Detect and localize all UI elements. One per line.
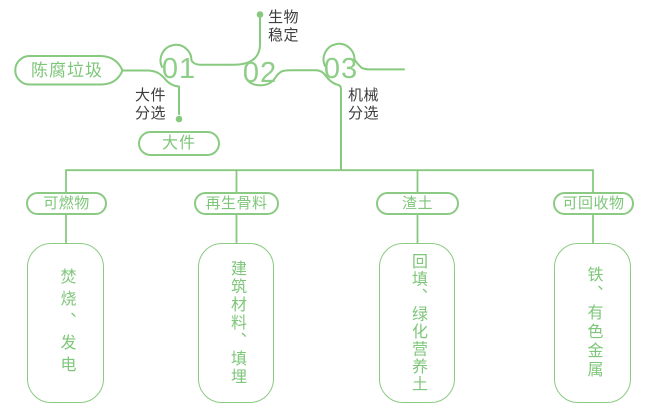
flow-entry-branch-01 [121, 69, 180, 115]
flow-link-02-up [226, 17, 261, 66]
result-text: 铁、有色金属 [584, 266, 602, 380]
step-number-01: 01 [161, 53, 197, 85]
node-recycled-aggregate: 再生骨料 [194, 192, 279, 215]
branch-dot-bio-stabilization [256, 11, 264, 18]
step-number-02: 02 [242, 57, 278, 89]
node-slag-soil: 渣土 [376, 192, 459, 215]
node-recyclable: 可回收物 [553, 192, 634, 215]
node-combustible: 可燃物 [26, 192, 107, 215]
result-box-slag-soil: 回填、绿化营养土 [379, 243, 455, 403]
result-text: 回填、绿化营养土 [409, 253, 426, 393]
origin-pill-outline [14, 55, 124, 86]
result-box-recycled-aggregate: 建筑材料、填埋 [198, 243, 274, 403]
flow-arc-01-exit [159, 43, 228, 68]
flow-arc-03-exit [322, 42, 405, 71]
process-label-line: 机械 [348, 87, 380, 104]
result-text: 建筑材料、填埋 [228, 260, 245, 386]
distribution-line [65, 169, 594, 193]
process-label-large-sorting: 大件 分选 [135, 87, 166, 122]
process-label-line: 分选 [135, 104, 167, 122]
process-label-mechanical-sorting: 机械 分选 [348, 87, 379, 122]
node-large-items: 大件 [138, 131, 220, 156]
flow-link-03-branch [315, 69, 342, 171]
process-label-line: 生物 [268, 9, 300, 26]
process-label-line: 分选 [348, 104, 380, 122]
process-label-bio-stabilization: 生物 稳定 [268, 9, 299, 44]
process-label-line: 稳定 [268, 26, 300, 44]
flow-arc-02-exit [244, 69, 317, 87]
result-text: 焚烧、发电 [57, 268, 75, 378]
origin-node-label: 陈腐垃圾 [31, 61, 103, 80]
step-number-03: 03 [323, 53, 359, 85]
process-label-line: 大件 [135, 87, 167, 104]
branch-dot-large-items [175, 115, 183, 123]
result-box-recyclable: 铁、有色金属 [554, 243, 631, 403]
result-box-combustible: 焚烧、发电 [27, 243, 104, 403]
